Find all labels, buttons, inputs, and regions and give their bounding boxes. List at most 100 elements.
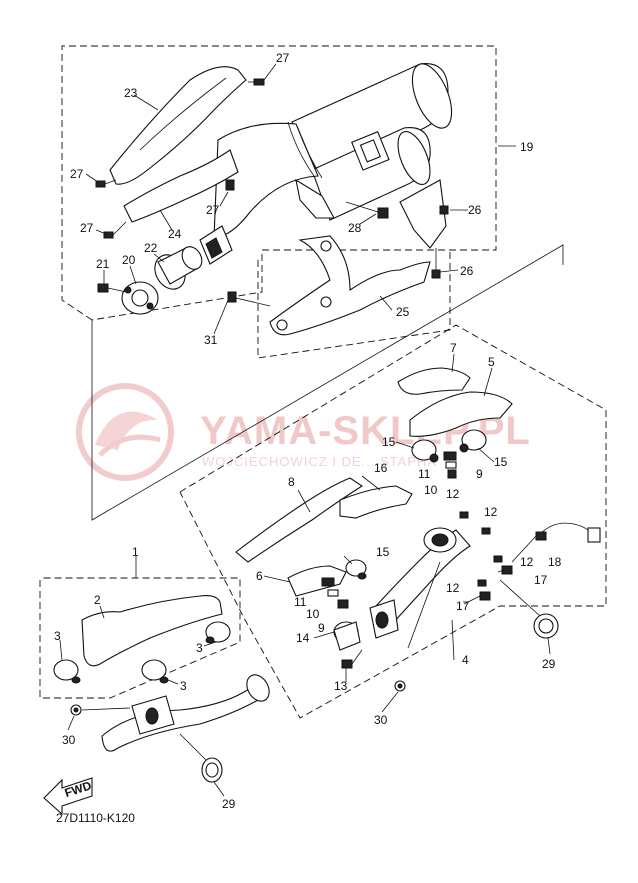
callout-c10b: 10 [306,607,320,621]
callout-c26b: 26 [460,264,474,278]
group-outlines [39,45,607,719]
callout-c20: 20 [122,253,136,267]
bolt-27-upper [248,78,265,86]
protector-2 [81,595,223,667]
watermark-logo-circle [76,383,174,481]
watermark-subline: WOJCIECHOWICZ I DE... STAPHA [202,454,437,469]
bolt-13 [341,649,363,669]
fwd-arrow-icon: FWD [43,777,93,816]
callout-c10a: 10 [424,483,438,497]
leader-lines [59,63,551,797]
callout-c11b: 11 [294,595,307,609]
gasket-29-right [499,579,559,639]
callouts: 27 23 19 27 27 24 27 28 26 26 22 21 20 3… [54,51,562,811]
callout-c3c: 3 [180,679,187,693]
protector-16 [339,485,413,519]
protector-7 [397,367,471,395]
callout-c15a: 15 [382,435,396,449]
nut-30-left [70,704,131,716]
callout-c4: 4 [462,653,469,667]
callout-c23: 23 [124,86,138,100]
callout-c24: 24 [168,227,182,241]
callout-c12a: 12 [446,487,460,501]
flange-20 [121,281,159,315]
callout-c8: 8 [288,475,295,489]
callout-c1: 1 [132,545,139,559]
callout-c6: 6 [256,569,263,583]
callout-c19: 19 [520,140,534,154]
exhaust-pipe-4 [375,529,471,625]
diagram-code: 27D1110-K120 [56,811,135,825]
callout-c3a: 3 [54,629,61,643]
bolt-26-upper [439,205,449,215]
bolt-28 [345,201,389,219]
callout-c3b: 3 [196,641,203,655]
callout-c15b: 15 [494,455,508,469]
muffler-inlet-pipe [213,122,319,239]
callout-c27b: 27 [70,167,84,181]
protector-5 [409,391,513,437]
muffler-stay-right [399,179,447,249]
muffler-lower-end-cap [397,131,431,185]
muffler-upper-end-cap [411,63,453,129]
muffler-protector-24 [123,149,239,223]
gasket-22 [154,246,203,290]
group-1-outline [39,577,241,699]
nut-stack-lower [321,577,349,609]
sensor-18 [535,522,601,543]
callout-c25: 25 [396,305,410,319]
callout-c12c: 12 [520,555,534,569]
callout-c30a: 30 [62,733,76,747]
protector-6 [287,565,347,597]
callout-c22: 22 [144,241,158,255]
callout-c11a: 11 [418,467,431,481]
callout-c16: 16 [374,461,388,475]
callout-c18: 18 [548,555,562,569]
callout-c5: 5 [488,355,495,369]
group-link-line [91,244,564,521]
exhaust-pipe-assembly [235,367,601,692]
callout-c29a: 29 [542,657,556,671]
callout-c27c: 27 [80,221,94,235]
clamp-15-upper-right [459,429,487,453]
clamp-3-middle [141,659,169,684]
muffler-bracket-25 [227,235,431,336]
bolt-31 [227,291,271,307]
bolt-12-c [493,555,503,563]
muffler-protector-23 [109,66,247,185]
joint-clamp [369,599,399,639]
callout-c21: 21 [96,257,110,271]
bolt-12-b [481,527,491,535]
bolt-17-a [501,565,513,575]
clamp-15-upper-left [411,439,439,463]
bolt-21 [97,283,127,293]
bolt-27-lower [103,221,127,239]
callout-c12b: 12 [484,505,498,519]
nut-stack-upper [443,451,457,479]
exhaust-pipe-1-assembly [53,595,270,783]
callout-c7: 7 [450,341,457,355]
bolt-12-a [459,511,469,519]
callout-c17b: 17 [456,599,470,613]
group-25-outline [257,250,451,359]
clamp-3-right [205,621,231,644]
callout-c14: 14 [296,631,310,645]
callout-c12d: 12 [446,581,460,595]
gasket-29-lower [179,733,223,783]
gasket-14 [333,621,361,651]
callout-c9a: 9 [476,467,483,481]
muffler-stay-left [295,178,335,219]
callout-c17a: 17 [534,573,548,587]
bolt-17-b [479,591,491,601]
callout-c26a: 26 [468,203,482,217]
clamp-joint [199,225,233,265]
callout-c30b: 30 [374,713,388,727]
protector-8 [235,477,364,563]
bolt-27-center [225,179,235,191]
callout-c2: 2 [94,593,101,607]
flange-exhaust-1 [131,695,175,735]
bolt-26-lower [431,248,441,279]
clamp-15-middle [345,559,367,580]
group-19-outline [61,45,497,321]
